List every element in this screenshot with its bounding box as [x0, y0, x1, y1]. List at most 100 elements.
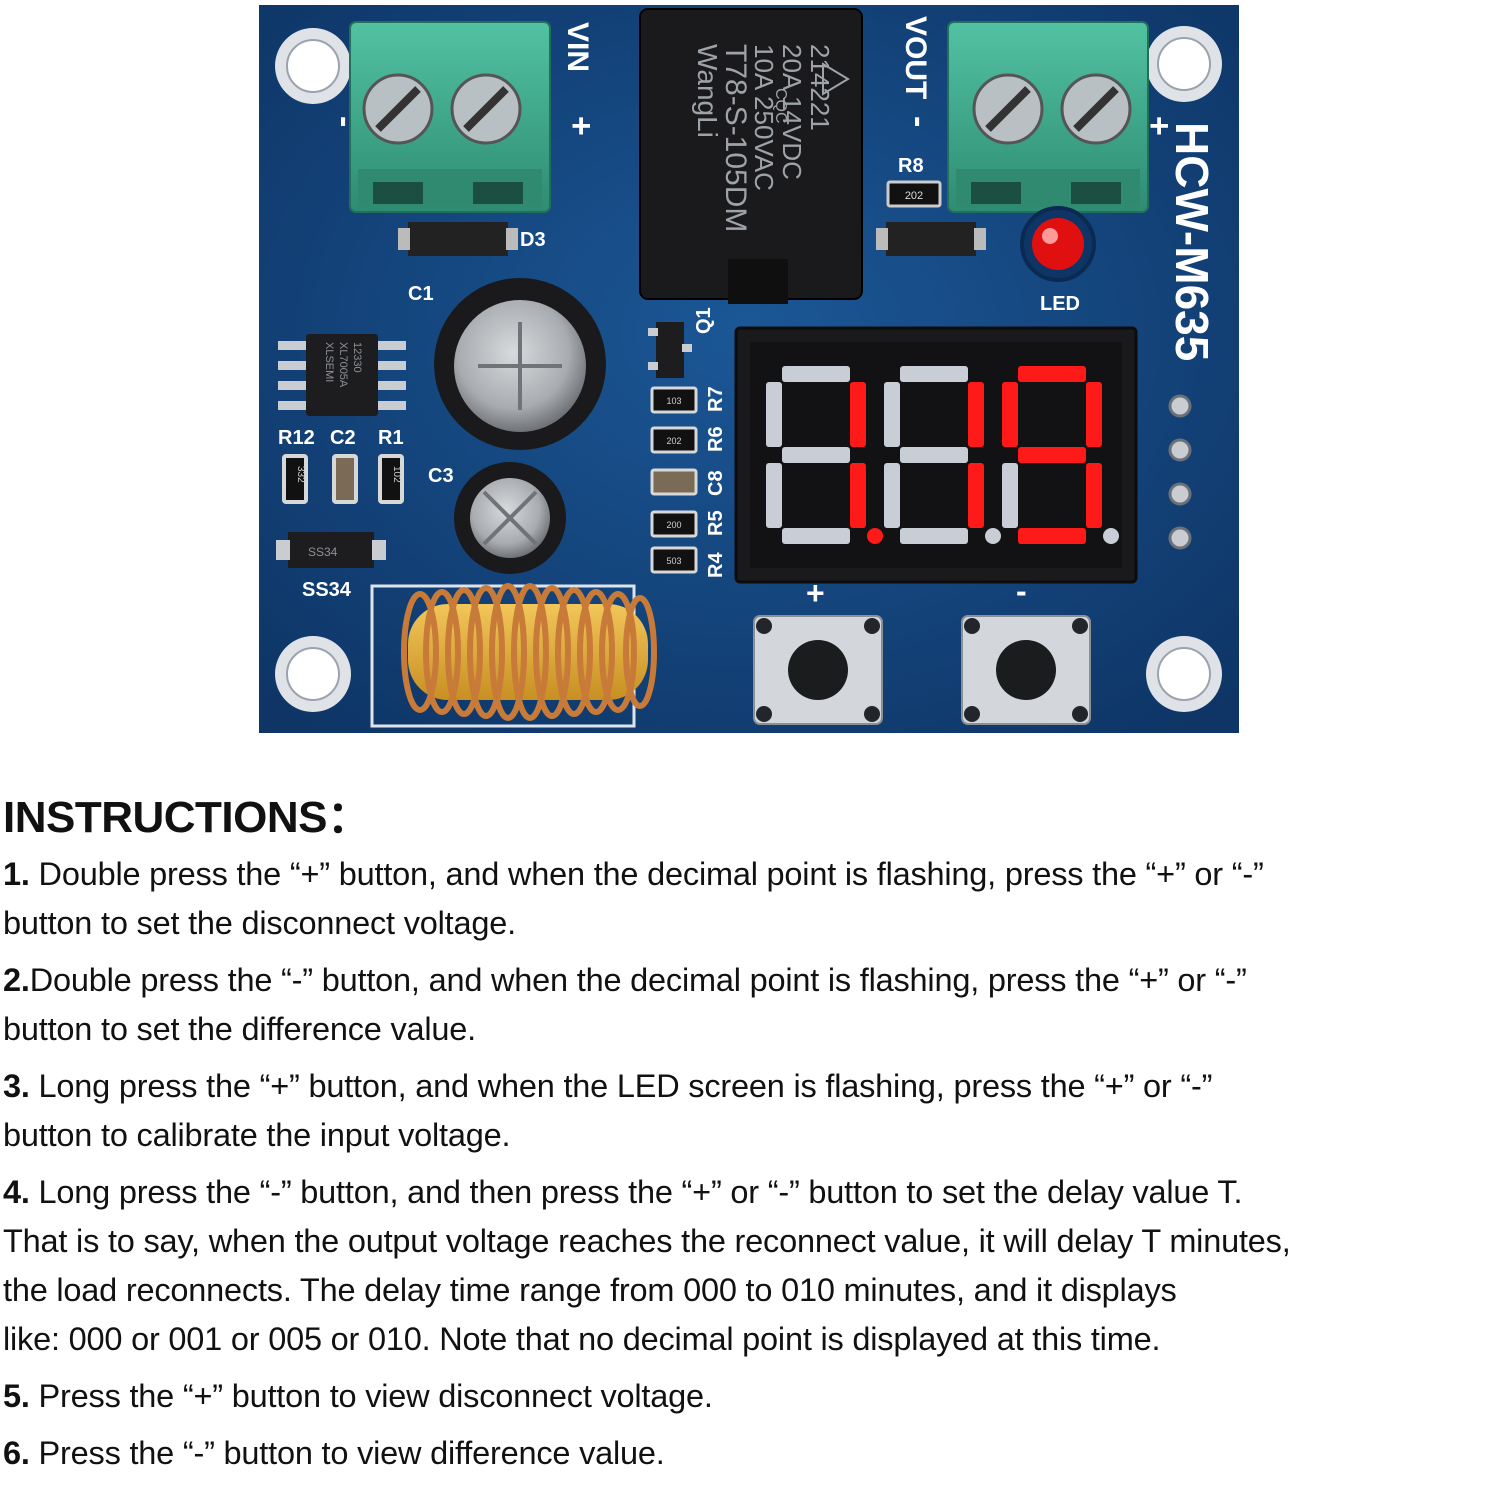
resistor-r8: 202	[886, 180, 942, 208]
relay-brand: WangLi	[692, 44, 723, 138]
toroid-inductor	[370, 583, 657, 728]
vout-minus-label: -	[900, 116, 938, 127]
instruction-line: 6. Press the “-” button to view differen…	[3, 1435, 665, 1471]
relay-rating-ac: 10A 250VAC	[749, 44, 779, 191]
instruction-step: 5. Press the “+” button to view disconne…	[3, 1372, 1500, 1421]
relay-code: 214221	[805, 44, 835, 131]
header-pins	[1168, 394, 1192, 550]
display-segment	[1018, 528, 1086, 544]
display-segment	[900, 447, 968, 463]
display-segment	[1002, 382, 1018, 447]
svg-text:202: 202	[905, 190, 923, 202]
display-decimal-point	[985, 528, 1001, 544]
instruction-step: 1. Double press the “+” button, and when…	[3, 850, 1500, 948]
display-segment	[884, 463, 900, 528]
instruction-line: 2.Double press the “-” button, and when …	[3, 962, 1247, 998]
instruction-step: 4. Long press the “-” button, and then p…	[3, 1168, 1500, 1364]
svg-text:XL7005A: XL7005A	[337, 342, 349, 388]
display-segment	[782, 528, 850, 544]
step-number: 5.	[3, 1378, 30, 1414]
minus-button-label: -	[1016, 573, 1027, 609]
step-number: 3.	[3, 1068, 30, 1104]
label-r4: R4	[705, 552, 727, 578]
display-segment	[884, 382, 900, 447]
plus-tactile-button[interactable]	[753, 615, 883, 725]
diode-right	[876, 222, 986, 256]
instruction-step: 6. Press the “-” button to view differen…	[3, 1429, 1500, 1478]
step-number: 1.	[3, 856, 30, 892]
display-decimal-point	[1103, 528, 1119, 544]
display-segment	[900, 366, 968, 382]
instruction-steps: 1. Double press the “+” button, and when…	[3, 850, 1500, 1478]
diode-d3	[398, 222, 518, 256]
step-number: 6.	[3, 1435, 30, 1471]
label-r5: R5	[705, 510, 727, 536]
display-segment	[968, 382, 984, 447]
vout-label: VOUT	[899, 16, 932, 99]
relay-cqc: CQC	[772, 88, 789, 124]
vin-minus-label: -	[326, 116, 364, 127]
pcb-board: VIN + - VOUT - + HCW-M635 WangLi T78-S-1…	[259, 5, 1239, 733]
vout-plus-label: +	[1140, 116, 1178, 136]
instruction-line: button to calibrate the input voltage.	[3, 1117, 511, 1153]
label-r12: R12	[278, 427, 315, 449]
display-segment	[1018, 447, 1086, 463]
label-r6: R6	[705, 426, 727, 452]
input-terminal-block	[349, 21, 551, 213]
svg-text:102: 102	[391, 466, 402, 483]
smd-middle-column: 103 202 200 503	[648, 322, 698, 574]
display-segment	[782, 366, 850, 382]
vin-plus-label: +	[562, 116, 600, 136]
instructions-heading: INSTRUCTIONS：	[3, 793, 371, 842]
display-segment	[900, 528, 968, 544]
instruction-line: 3. Long press the “+” button, and when t…	[3, 1068, 1213, 1104]
instruction-line: the load reconnects. The delay time rang…	[3, 1272, 1177, 1308]
label-ss34: SS34	[302, 579, 352, 601]
svg-text:XLSEMI: XLSEMI	[323, 342, 335, 382]
label-r7: R7	[705, 386, 727, 412]
label-c1: C1	[408, 283, 434, 305]
label-c8: C8	[705, 470, 727, 496]
controller-chip: XLSEMI XL7005A 12330	[278, 334, 406, 416]
instruction-line: That is to say, when the output voltage …	[3, 1223, 1291, 1259]
step-number: 4.	[3, 1174, 30, 1210]
mounting-holes	[275, 26, 1222, 712]
display-segment	[766, 382, 782, 447]
product-photo: VIN + - VOUT - + HCW-M635 WangLi T78-S-1…	[258, 4, 1240, 734]
display-segment	[1086, 463, 1102, 528]
instruction-step: 2.Double press the “-” button, and when …	[3, 956, 1500, 1054]
step-number: 2.	[3, 962, 30, 998]
display-segment	[1086, 382, 1102, 447]
label-d3: D3	[520, 229, 546, 251]
display-segment	[850, 463, 866, 528]
model-label: HCW-M635	[1166, 122, 1218, 361]
capacitor-c1	[434, 278, 606, 450]
svg-text:202: 202	[666, 436, 681, 446]
svg-text:332: 332	[295, 466, 306, 483]
output-terminal-block	[947, 21, 1149, 213]
display-decimal-point	[867, 528, 883, 544]
relay: WangLi T78-S-105DM 10A 250VAC 20A 14VDC …	[639, 8, 863, 304]
svg-text:103: 103	[666, 396, 681, 406]
label-c3: C3	[428, 465, 454, 487]
relay-rating-dc: 20A 14VDC	[777, 44, 807, 180]
label-led: LED	[1040, 293, 1080, 315]
display-segment	[766, 463, 782, 528]
seven-segment-display	[734, 326, 1138, 584]
vin-label: VIN	[561, 22, 594, 72]
plus-button-label: +	[806, 575, 825, 611]
instruction-line: like: 000 or 001 or 005 or 010. Note tha…	[3, 1321, 1161, 1357]
status-led	[1020, 206, 1096, 282]
instruction-line: 4. Long press the “-” button, and then p…	[3, 1174, 1243, 1210]
instruction-line: button to set the difference value.	[3, 1011, 477, 1047]
svg-text:200: 200	[666, 520, 681, 530]
minus-tactile-button[interactable]	[961, 615, 1091, 725]
svg-text:SS34: SS34	[308, 545, 338, 559]
label-c2: C2	[330, 427, 356, 449]
label-r1: R1	[378, 427, 404, 449]
display-segment	[968, 463, 984, 528]
instruction-line: 5. Press the “+” button to view disconne…	[3, 1378, 713, 1414]
svg-text:12330: 12330	[351, 342, 363, 373]
display-segment	[850, 382, 866, 447]
instruction-line: button to set the disconnect voltage.	[3, 905, 516, 941]
